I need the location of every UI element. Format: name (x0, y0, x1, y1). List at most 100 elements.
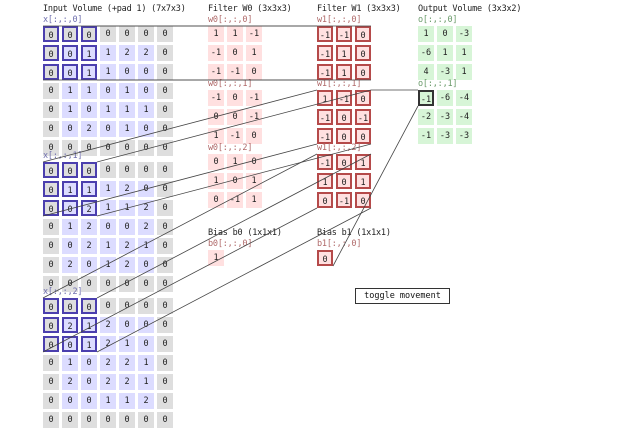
input-slice-0-cell: 0 (100, 83, 116, 99)
input-slice-0-cell: 0 (62, 64, 78, 80)
input-slice-0-cell: 0 (157, 64, 173, 80)
input-slice-1-cell: 0 (157, 238, 173, 254)
input-slice-0-cell: 1 (62, 83, 78, 99)
b1-value-cell: 0 (317, 250, 333, 266)
input-slice-0-cell: 1 (81, 64, 97, 80)
input-slice-0-cell: 1 (119, 83, 135, 99)
w1-slice-label: w1[:,:,1] (317, 79, 362, 89)
input-slice-0-cell: 1 (100, 64, 116, 80)
input-slice-0-cell: 1 (100, 45, 116, 61)
input-slice-label: x[:,:,1] (43, 151, 83, 161)
w0-slice-label: w0[:,:,0] (208, 15, 253, 25)
input-slice-2-cell: 2 (138, 393, 154, 409)
input-slice-2-cell: 1 (119, 336, 135, 352)
input-slice-0-cell: 0 (43, 64, 59, 80)
w1-slice-0-cell: -1 (317, 45, 333, 61)
input-slice-1-cell: 0 (157, 181, 173, 197)
input-slice-2-cell: 2 (100, 336, 116, 352)
input-slice-2-cell: 0 (43, 393, 59, 409)
filter-w1-heading: Filter W1 (3x3x3) (317, 4, 401, 14)
w1-slice-label: w1[:,:,2] (317, 143, 362, 153)
input-slice-0-cell: 0 (157, 45, 173, 61)
input-slice-1-cell: 2 (81, 238, 97, 254)
input-slice-2-cell: 1 (119, 393, 135, 409)
input-slice-0-cell: 0 (119, 140, 135, 156)
w0-slice-0-cell: -1 (227, 64, 243, 80)
input-slice-1-cell: 0 (43, 200, 59, 216)
input-volume-heading: Input Volume (+pad 1) (7x7x3) (43, 4, 186, 14)
input-slice-1-cell: 0 (100, 162, 116, 178)
output-slice-1-cell: -4 (456, 109, 472, 125)
input-slice-0-cell: 0 (138, 83, 154, 99)
input-slice-1-cell: 0 (157, 276, 173, 292)
input-slice-2-cell: 2 (119, 355, 135, 371)
input-slice-label: x[:,:,0] (43, 15, 83, 25)
w0-slice-1-cell: 0 (208, 109, 224, 125)
input-slice-2-cell: 0 (157, 336, 173, 352)
b0-value-cell: 1 (208, 250, 224, 266)
output-slice-0-cell: 1 (456, 64, 472, 80)
input-slice-1-cell: 1 (100, 257, 116, 273)
input-slice-0-cell: 0 (157, 102, 173, 118)
input-slice-1-cell: 0 (138, 276, 154, 292)
w1-slice-1-cell: 0 (355, 128, 371, 144)
w0-slice-0-cell: 1 (246, 45, 262, 61)
w0-slice-0-cell: 1 (208, 26, 224, 42)
input-slice-1-cell: 0 (100, 219, 116, 235)
w1-slice-0-cell: -1 (317, 26, 333, 42)
input-slice-0-cell: 0 (157, 121, 173, 137)
w1-slice-0-cell: -1 (336, 26, 352, 42)
toggle-movement-button[interactable]: toggle movement (355, 288, 450, 304)
input-slice-2-cell: 0 (81, 393, 97, 409)
input-slice-2-cell: 0 (138, 317, 154, 333)
w0-slice-2-cell: 0 (246, 154, 262, 170)
output-slice-0-cell: -6 (418, 45, 434, 61)
input-slice-1-cell: 1 (119, 200, 135, 216)
input-slice-2-cell: 0 (100, 412, 116, 428)
w1-slice-0-cell: 1 (336, 64, 352, 80)
w1-slice-1-cell: 1 (317, 90, 333, 106)
w0-slice-2-cell: 0 (208, 192, 224, 208)
input-slice-1-cell: 0 (43, 162, 59, 178)
w0-slice-0-cell: -1 (208, 64, 224, 80)
input-slice-2-cell: 0 (43, 317, 59, 333)
w1-slice-1-cell: -1 (355, 109, 371, 125)
input-slice-1-cell: 0 (157, 257, 173, 273)
input-slice-label: x[:,:,2] (43, 287, 83, 297)
input-slice-1-cell: 2 (138, 200, 154, 216)
input-slice-1-cell: 2 (119, 181, 135, 197)
input-slice-0-cell: 0 (81, 26, 97, 42)
input-slice-0-cell: 1 (62, 102, 78, 118)
input-slice-1-cell: 0 (62, 162, 78, 178)
b1-label: b1[:,:,0] (317, 239, 362, 249)
w0-slice-1-cell: 0 (246, 128, 262, 144)
input-slice-1-cell: 0 (157, 162, 173, 178)
output-slice-1-cell: -1 (418, 90, 434, 106)
w0-slice-2-cell: 1 (208, 173, 224, 189)
input-slice-1-cell: 1 (62, 181, 78, 197)
input-slice-2-cell: 2 (62, 317, 78, 333)
input-slice-2-cell: 0 (43, 336, 59, 352)
input-slice-2-cell: 1 (138, 374, 154, 390)
input-slice-2-cell: 2 (100, 355, 116, 371)
input-slice-1-cell: 2 (81, 200, 97, 216)
input-slice-0-cell: 2 (119, 45, 135, 61)
input-slice-0-cell: 0 (81, 102, 97, 118)
w1-slice-2-cell: 1 (355, 173, 371, 189)
input-slice-2-cell: 0 (138, 412, 154, 428)
input-slice-0-cell: 1 (100, 102, 116, 118)
output-volume-heading: Output Volume (3x3x2) (418, 4, 522, 14)
input-slice-1-cell: 2 (119, 238, 135, 254)
input-slice-2-cell: 0 (138, 336, 154, 352)
output-slice-0-cell: 0 (437, 26, 453, 42)
w1-slice-1-cell: -1 (317, 109, 333, 125)
input-slice-2-cell: 0 (43, 374, 59, 390)
input-slice-0-cell: 0 (138, 64, 154, 80)
bias-b1-heading: Bias b1 (1x1x1) (317, 228, 391, 238)
w0-slice-label: w0[:,:,1] (208, 79, 253, 89)
input-slice-2-cell: 0 (62, 412, 78, 428)
input-slice-2-cell: 1 (81, 317, 97, 333)
w0-slice-2-cell: 1 (246, 192, 262, 208)
input-slice-1-cell: 2 (81, 219, 97, 235)
input-slice-2-cell: 0 (43, 412, 59, 428)
